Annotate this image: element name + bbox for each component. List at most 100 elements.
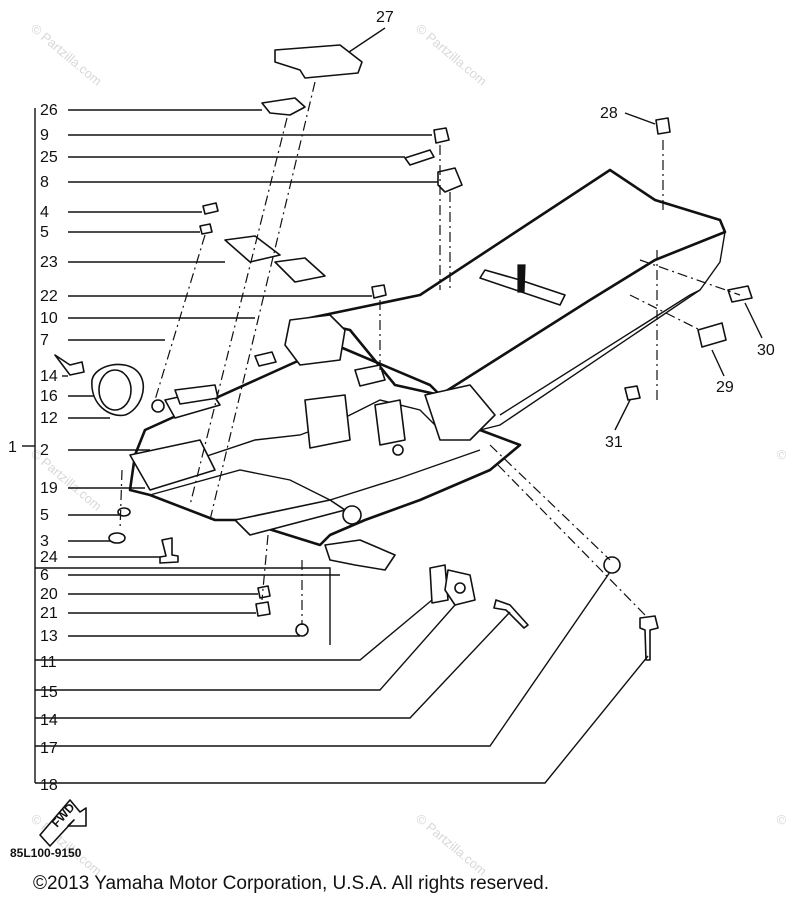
callout-29: 29 [716,379,734,396]
callout-19: 19 [40,480,58,497]
rear-upright [424,384,496,441]
copyright-notice: ©2013 Yamaha Motor Corporation, U.S.A. A… [33,873,549,894]
assembly-line [189,117,288,506]
part-14b-bolt [493,599,529,629]
part-5-washer [199,223,213,235]
part-14-bolt [54,354,85,376]
leader-11 [35,599,433,661]
callout-31: 31 [605,434,623,451]
part-18-rivet [639,615,659,661]
part-29-plate [697,322,727,348]
part-16-ring [98,369,132,411]
callout-14: 14 [40,368,58,385]
part-15-hole [454,582,466,594]
diagram-code: 85L100-9150 [10,846,82,860]
leader-6 [35,567,331,645]
part-7-bracket [174,384,219,405]
part-3-washer [108,532,126,544]
part-30-clip [727,285,753,303]
assembly-line [639,259,741,296]
callout-17: 17 [40,740,58,757]
watermark-text: © Partzilla.com [28,21,105,89]
callout-6: 6 [40,567,49,584]
part-22-cap [371,284,387,299]
callout-8: 8 [40,174,49,191]
watermark-text: © Partzilla.com [413,21,490,89]
callout-2: 2 [40,442,49,459]
left-callout-list: 2692584523221071416122195324620211311151… [40,102,438,794]
right-column [374,399,406,446]
part-27-panel [274,44,363,79]
callout-12: 12 [40,410,58,427]
callout-10: 10 [40,310,58,327]
assembly-line [489,444,611,561]
part-23-bracket [274,257,326,283]
assembly-line [119,469,123,531]
callout-18: 18 [40,777,58,794]
lower-leader-group [35,567,649,784]
leader-30 [744,302,763,339]
right-callout-group: 27 28 30 29 31 [339,9,775,451]
leader-18 [35,655,649,784]
part-10-pad [254,351,277,367]
mount-hole [151,399,165,413]
front-frame-crossmember [149,449,481,501]
part-13-washer [295,623,309,637]
part-5b-washer [117,507,131,517]
leader-17 [35,571,611,747]
callout-4: 4 [40,204,49,221]
tunnel-inner-edge [499,289,701,416]
watermark-text: © Partzilla.com [413,811,490,879]
part-23-bracket [224,235,281,263]
callout-23: 23 [40,254,58,271]
callout-30: 30 [757,342,775,359]
part-8-clip [437,167,463,193]
tunnel-top [298,168,727,397]
mount-hole [392,444,404,456]
part-17-grommet [603,556,621,574]
part-21-nut [255,601,271,617]
mount-hole [342,505,362,525]
assembly-lines [119,81,741,625]
part-20-nut [257,585,271,599]
callout-3: 3 [40,533,49,550]
part-11-spacer [429,564,449,604]
part-28-cap [655,117,671,135]
callout-26: 26 [40,102,58,119]
callout-7: 7 [40,332,49,349]
leader-31 [614,399,631,431]
left-upright [284,314,346,366]
callout-5: 5 [40,507,49,524]
callout-9: 9 [40,127,49,144]
callout-13: 13 [40,628,58,645]
fwd-arrow-shape [39,799,87,847]
callout-22: 22 [40,288,58,305]
part-24-stud [159,537,179,564]
part-25-shim [404,149,435,166]
frame-assembly [128,168,727,571]
part-4-nut [202,202,219,215]
handle-bracket [354,364,386,387]
part-26-pad [261,97,306,116]
callout-24: 24 [40,549,58,566]
callout-assembly: 1 [8,439,17,456]
rail-bolt [517,264,526,293]
leader-14b [35,611,511,719]
steering-bracket [324,539,396,571]
callout-28: 28 [600,105,618,122]
leader-15 [35,604,456,691]
callout-5: 5 [40,224,49,241]
assembly-line [209,81,316,521]
callout-21: 21 [40,605,58,622]
callout-14: 14 [40,712,58,729]
callout-25: 25 [40,149,58,166]
callout-11: 11 [40,654,57,671]
part-9-nut [433,127,450,144]
leader-28 [624,112,656,125]
callout-27: 27 [376,9,394,26]
front-crossbar [234,499,346,536]
watermark-text: © Partzilla.com [773,811,786,879]
left-plate [129,439,216,491]
